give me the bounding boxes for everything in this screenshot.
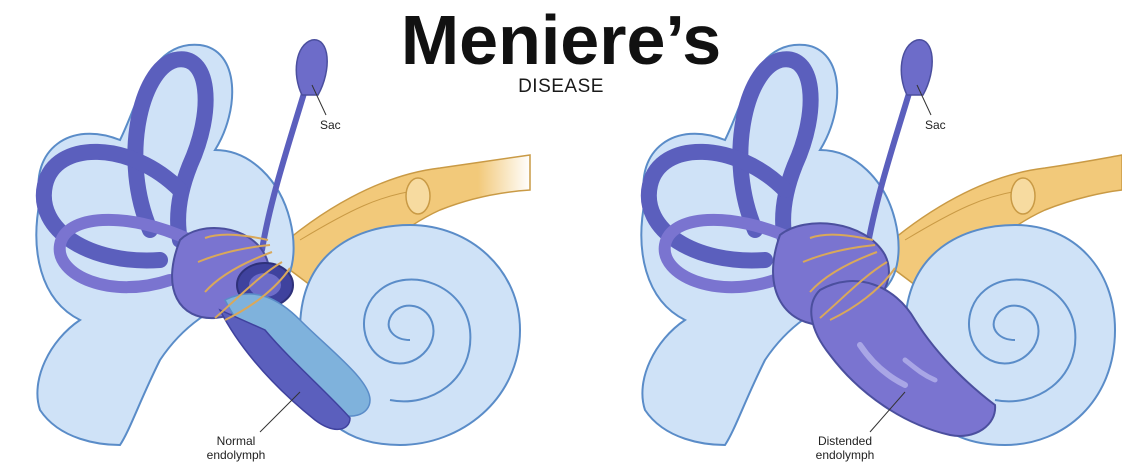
normal-endolymph-leader — [260, 392, 300, 432]
page-title: Meniere’s — [0, 0, 1122, 80]
panel-normal — [36, 40, 530, 445]
endolymph-label-distended: Distended endolymph — [805, 434, 885, 462]
endolymph-label-normal-line1: Normal — [200, 434, 272, 448]
sac-label-normal: Sac — [320, 118, 341, 132]
endolymph-label-distended-line2: endolymph — [805, 448, 885, 462]
panel-distended — [641, 40, 1122, 445]
page-subtitle: DISEASE — [0, 76, 1122, 98]
endolymph-label-distended-line1: Distended — [805, 434, 885, 448]
endolymph-label-normal-line2: endolymph — [200, 448, 272, 462]
endolymph-label-normal: Normal endolymph — [200, 434, 272, 462]
nerve-cut-end — [406, 178, 430, 214]
nerve-cut-end — [1011, 178, 1035, 214]
sac-label-distended: Sac — [925, 118, 946, 132]
